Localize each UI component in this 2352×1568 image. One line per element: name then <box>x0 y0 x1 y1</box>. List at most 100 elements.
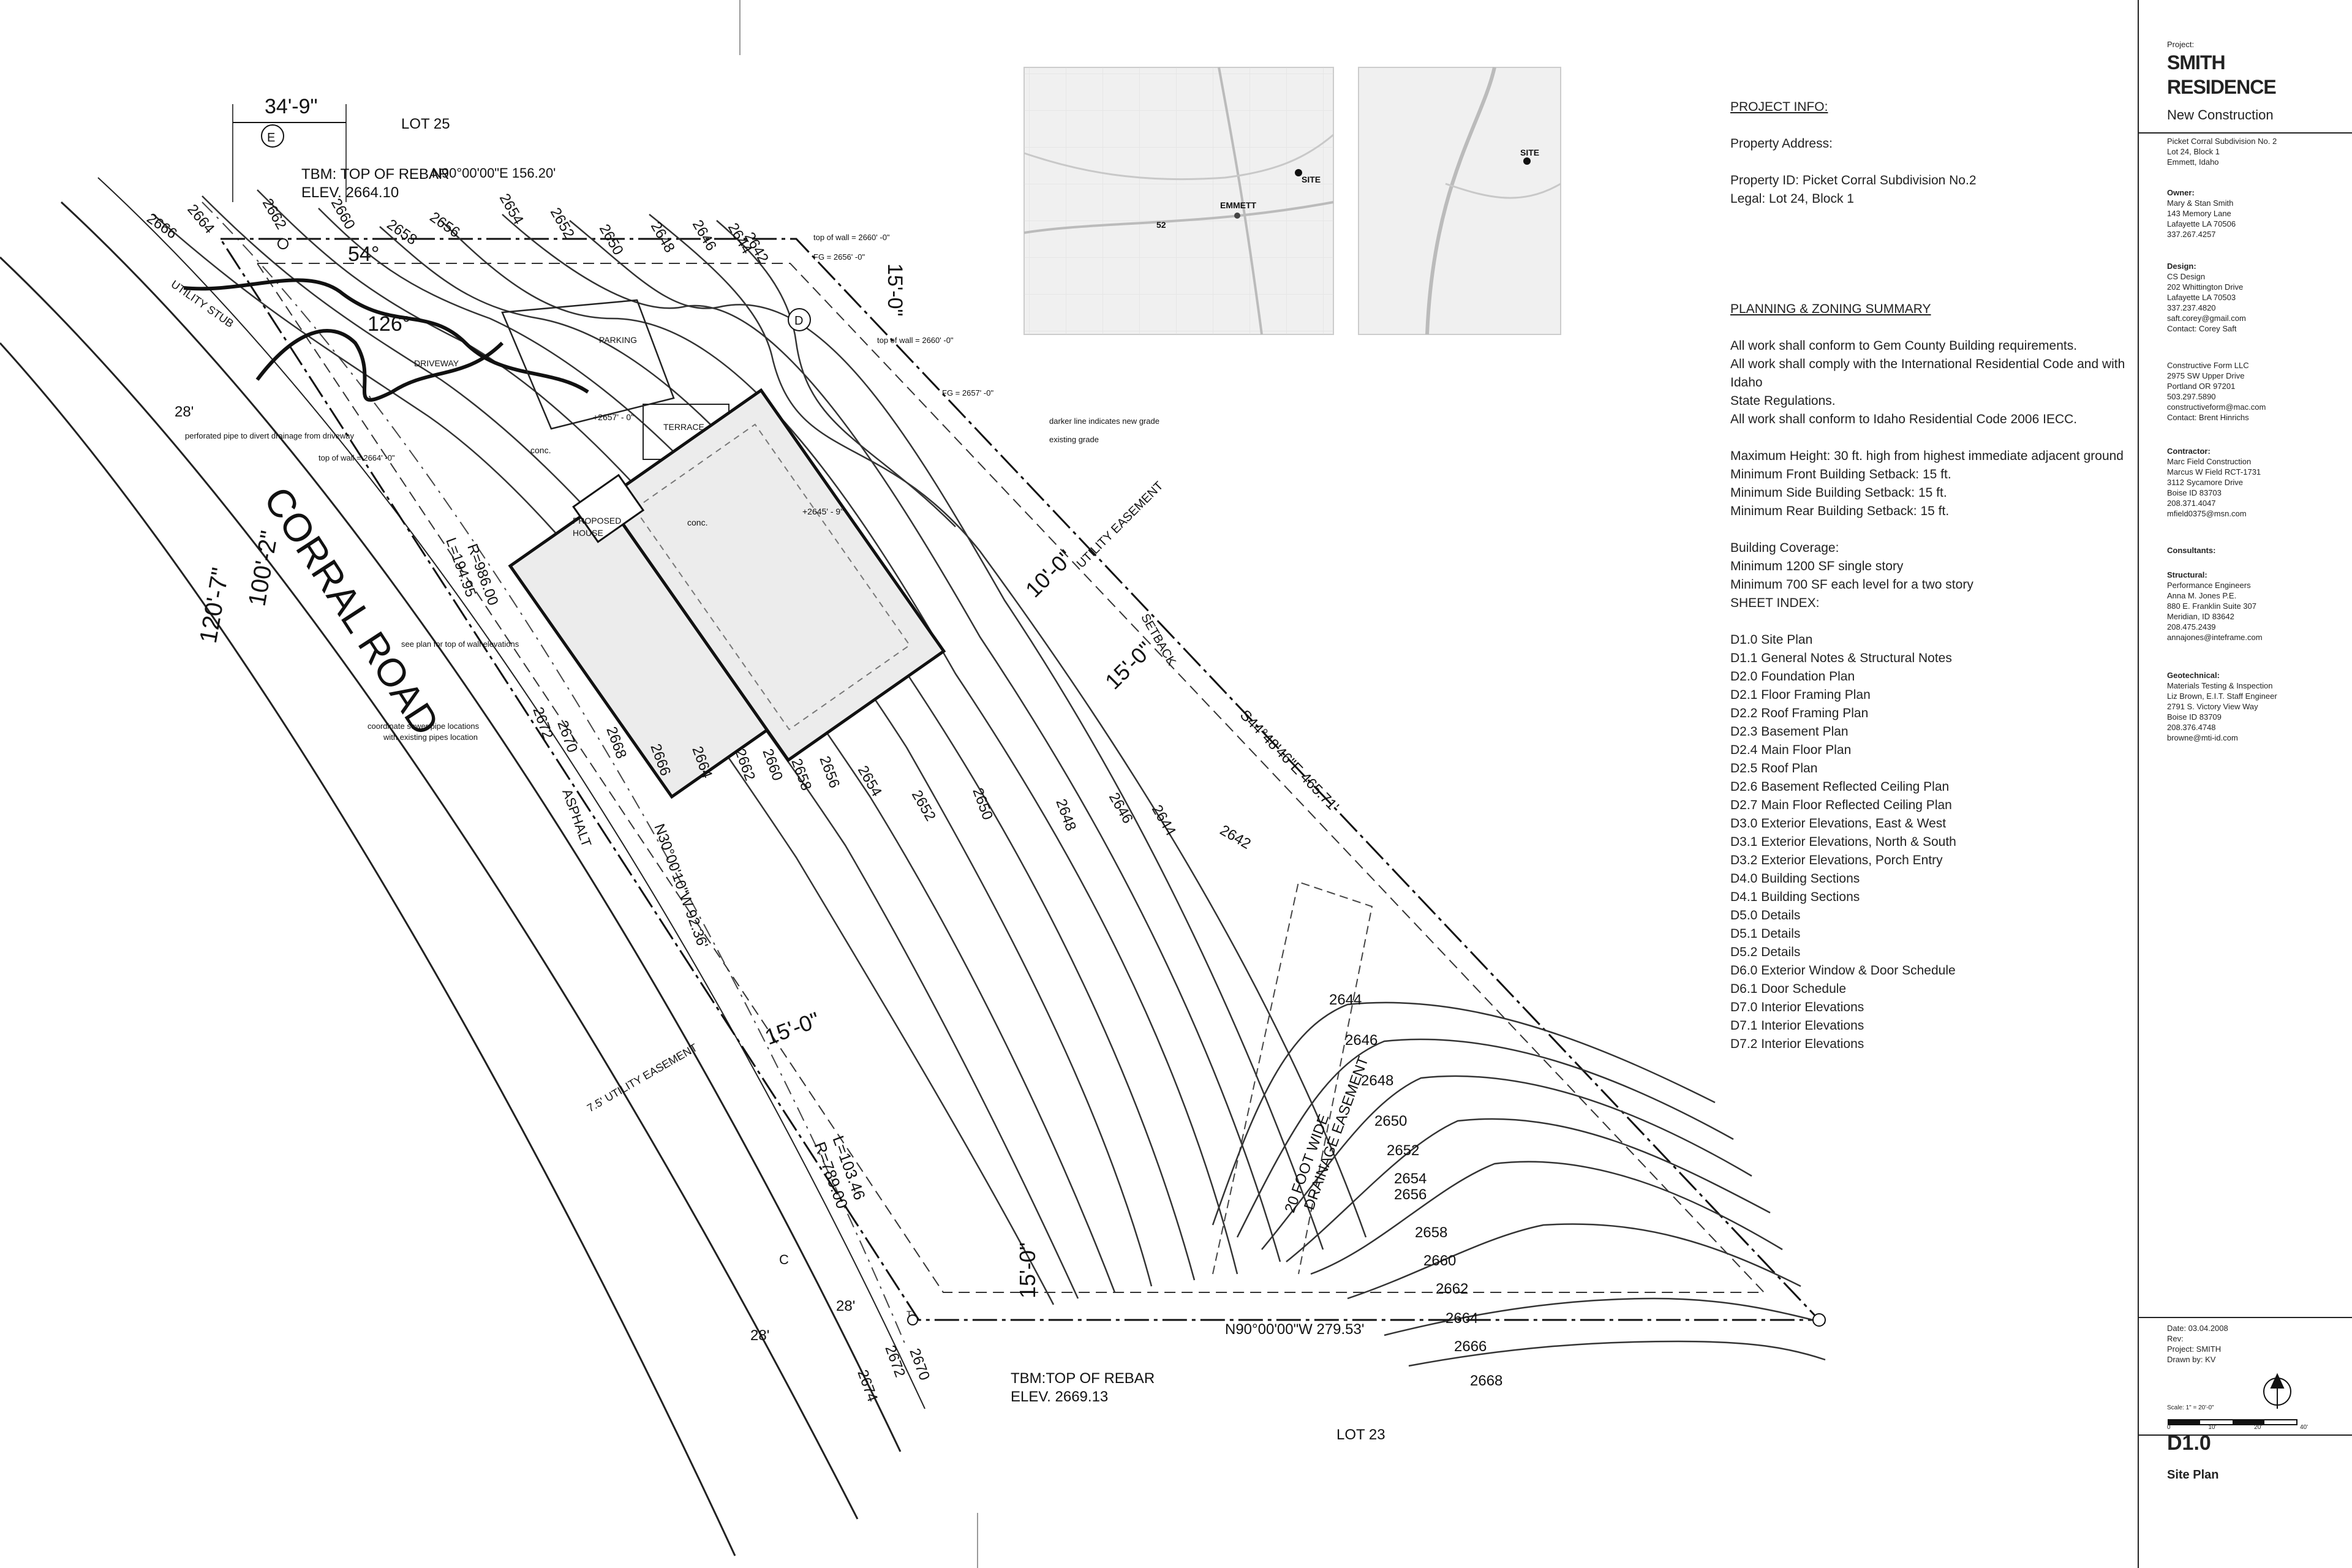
svg-text:UTILITY EASEMENT: UTILITY EASEMENT <box>1074 479 1166 571</box>
consultants-heading: Consultants: <box>2167 546 2216 555</box>
sheet-index-item: D2.3 Basement Plan <box>1730 725 1849 739</box>
drainage-easement <box>1212 881 1373 1275</box>
contour-label: 2658 <box>788 756 815 793</box>
contour-label: 2660 <box>328 196 358 233</box>
svg-text:FG = 2656' -0": FG = 2656' -0" <box>813 252 865 262</box>
project-info-heading: PROJECT INFO: <box>1730 100 1828 114</box>
contour-label: 2662 <box>259 196 290 233</box>
svg-text:HOUSE: HOUSE <box>573 528 603 538</box>
contour-label: 2672 <box>881 1343 908 1379</box>
sheet-index-item: D2.6 Basement Reflected Ceiling Plan <box>1730 780 1950 794</box>
setback-line <box>256 263 1766 1293</box>
design-line: Lafayette LA 70503 <box>2167 293 2236 302</box>
svg-text:T: T <box>907 1309 912 1319</box>
svg-text:15'-0": 15'-0" <box>761 1007 823 1050</box>
svg-text:15'-0": 15'-0" <box>883 263 907 317</box>
svg-text:existing grade: existing grade <box>1049 435 1099 444</box>
contour-label: 2670 <box>554 718 581 755</box>
contour-label: 2646 <box>689 217 720 254</box>
vicinity-map-small <box>1358 67 1561 335</box>
lot-block: Lot 24, Block 1 <box>2167 147 2220 156</box>
geo-line: 208.376.4748 <box>2167 723 2216 732</box>
svg-text:conc.: conc. <box>530 445 551 455</box>
contour-label: 2648 <box>647 219 678 256</box>
scale-tick: 0 <box>2167 1424 2171 1431</box>
contour-label: 2644 <box>1329 992 1362 1008</box>
date-block: Date: 03.04.2008 Rev: Project: SMITH Dra… <box>2167 1323 2345 1365</box>
svg-text:TBM: TOP OF REBAR: TBM: TOP OF REBAR <box>301 166 449 183</box>
planning-heading: PLANNING & ZONING SUMMARY <box>1730 302 1931 316</box>
svg-text:TBM:TOP OF REBAR: TBM:TOP OF REBAR <box>1011 1370 1155 1387</box>
owner-line: Mary & Stan Smith <box>2167 198 2234 208</box>
sheet-number: D1.0 <box>2167 1431 2211 1455</box>
structural-line: Performance Engineers <box>2167 581 2251 590</box>
svg-text:PARKING: PARKING <box>599 335 637 345</box>
sheet-index-item: D3.2 Exterior Elevations, Porch Entry <box>1730 853 1943 867</box>
sheet-index-item: D1.0 Site Plan <box>1730 633 1813 647</box>
svg-text:DRIVEWAY: DRIVEWAY <box>414 358 459 368</box>
design-heading: Design: <box>2167 262 2196 271</box>
sheet-index-item: D7.2 Interior Elevations <box>1730 1037 1864 1051</box>
contour-label: 2668 <box>1470 1373 1502 1389</box>
lot-north: LOT 25 <box>401 116 450 132</box>
sheet-title: Site Plan <box>2167 1468 2219 1482</box>
sheet-index-item: D5.1 Details <box>1730 927 1801 941</box>
svg-text:ELEV. 2664.10: ELEV. 2664.10 <box>301 184 399 201</box>
property-address: Property Address: <box>1730 137 1833 151</box>
structural-line: Anna M. Jones P.E. <box>2167 591 2237 600</box>
design-line: 202 Whittington Drive <box>2167 282 2244 292</box>
subdivision: Picket Corral Subdivision No. 2 <box>2167 137 2277 146</box>
sheet-index-item: D2.1 Floor Framing Plan <box>1730 688 1871 702</box>
project-code: Project: SMITH <box>2167 1344 2222 1354</box>
svg-text:7.5' UTILITY EASEMENT: 7.5' UTILITY EASEMENT <box>585 1041 699 1114</box>
svg-text:ELEV. 2669.13: ELEV. 2669.13 <box>1011 1389 1108 1405</box>
structural-line: annajones@inteframe.com <box>2167 633 2263 642</box>
consultant-line: Portland OR 97201 <box>2167 382 2236 391</box>
planning-line-1: All work shall conform to Gem County Bui… <box>1730 339 2078 353</box>
consultants-block: Consultants: <box>2167 545 2345 556</box>
title-block: Project: SMITH RESIDENCE New Constructio… <box>2138 0 2352 1568</box>
legal: Legal: Lot 24, Block 1 <box>1730 192 1854 206</box>
svg-text:EMMETT: EMMETT <box>1220 200 1257 210</box>
structural-heading: Structural: <box>2167 570 2207 579</box>
svg-text:S44°48'46"E 465.71': S44°48'46"E 465.71' <box>1237 707 1342 815</box>
contour-label: 2664 <box>1446 1310 1478 1327</box>
owner-heading: Owner: <box>2167 188 2195 197</box>
driveway-outline <box>501 299 675 430</box>
contractor-line: Marcus W Field RCT-1731 <box>2167 467 2261 477</box>
contour-label: 2658 <box>384 216 420 249</box>
sheet-index-item: D5.0 Details <box>1730 908 1801 922</box>
design-line: CS Design <box>2167 272 2206 281</box>
svg-text:+2645' - 9": +2645' - 9" <box>802 507 843 516</box>
svg-text:SITE: SITE <box>1520 148 1539 157</box>
property-boundary <box>219 238 1822 1321</box>
scale-tick: 10' <box>2208 1424 2217 1431</box>
contour-label: 2648 <box>1052 797 1079 833</box>
planning-line-3: All work shall conform to Idaho Resident… <box>1730 412 2078 426</box>
contour-label: 2660 <box>1423 1253 1456 1269</box>
new-construction: New Construction <box>2167 107 2274 123</box>
contour-label: 2646 <box>1345 1032 1378 1049</box>
coverage-2: Minimum 700 SF each level for a two stor… <box>1730 578 1973 592</box>
scale-tick: 40' <box>2299 1424 2308 1431</box>
contractor-line: 3112 Sycamore Drive <box>2167 478 2244 487</box>
contour-label: 2648 <box>1361 1072 1393 1089</box>
svg-text:SITE: SITE <box>1302 175 1321 184</box>
project-label: Project: <box>2167 40 2195 49</box>
date: Date: 03.04.2008 <box>2167 1324 2228 1333</box>
consultant-line: 503.297.5890 <box>2167 392 2216 401</box>
svg-text:54°: 54° <box>348 243 379 266</box>
sheet-index-item: D7.1 Interior Elevations <box>1730 1019 1864 1033</box>
scale-label: Scale: 1" = 20'-0" <box>2167 1404 2214 1411</box>
svg-text:N90°00'00"E 156.20': N90°00'00"E 156.20' <box>432 165 556 181</box>
sheet-index-item: D2.4 Main Floor Plan <box>1730 743 1852 757</box>
contour-label: 2652 <box>1387 1142 1419 1159</box>
geo-line: Materials Testing & Inspection <box>2167 681 2273 690</box>
sheet-index-item: D6.1 Door Schedule <box>1730 982 1847 996</box>
structural-line: Meridian, ID 83642 <box>2167 612 2234 621</box>
svg-text:PROPOSED: PROPOSED <box>573 516 621 526</box>
